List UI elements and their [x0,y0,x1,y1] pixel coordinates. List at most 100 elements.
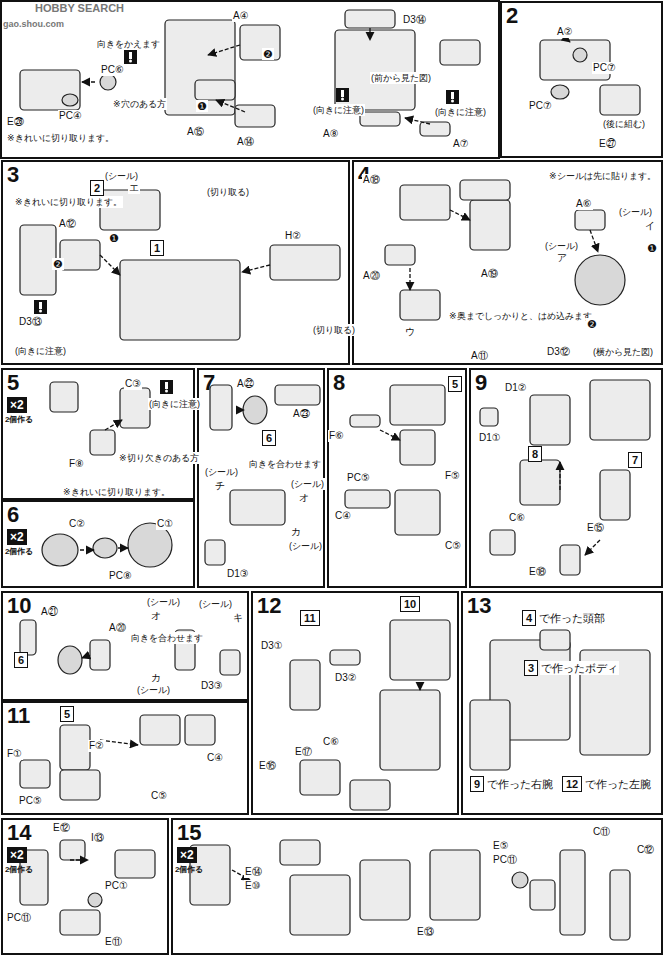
part-drawing [100,190,160,230]
assembly-arrow [369,28,370,40]
assembly-arrow [419,682,420,690]
quantity-note: 2個作る [5,865,33,875]
step-number: 11 [7,703,30,729]
step-panel: 4 [352,160,663,365]
part-label: C④ [206,752,224,764]
step-reference: 12で作った左腕 [562,776,582,792]
part-drawing [560,850,585,935]
part-drawing [60,910,100,935]
step-reference: 5 [60,706,74,722]
part-label: E⑫ [52,822,71,834]
part-label: C② [68,518,86,530]
assembly-arrow [216,100,245,112]
part-drawing [490,530,515,555]
step-panel-frame [1,1,499,158]
step-reference: 5 [448,376,462,392]
part-label: PC① [104,880,129,892]
step-number: 7 [203,370,215,396]
part-drawing [230,490,285,525]
part-drawing [345,10,395,28]
part-label: E⑮ [586,522,605,534]
part-drawing [350,780,390,810]
part-drawing [290,660,320,710]
step-reference: 7 [628,452,642,468]
part-drawing [100,74,116,90]
reference-note: で作った頭部 [538,611,606,625]
step-reference: 1 [150,240,164,256]
part-label: PC⑥ [100,64,125,76]
assembly-arrow [585,540,600,555]
assembly-arrow [80,549,94,550]
part-drawing [400,290,440,320]
part-drawing [220,650,240,675]
step-panel: 85 [327,368,467,588]
assembly-arrow [242,265,270,272]
part-drawing [60,840,85,860]
part-label: A㉓ [292,408,311,420]
part-drawing [270,245,340,280]
assembly-arrow [238,409,244,410]
part-label: (シール) [104,170,139,182]
part-drawing [60,240,100,270]
step-number: 5 [7,370,19,396]
step-panel: 5×22個作る [1,368,195,500]
step-number: 10 [7,593,31,619]
part-label: A⑲ [480,268,499,280]
part-label: ❶ [646,242,658,254]
step-reference: 11 [300,610,320,626]
assembly-arrow [100,255,120,275]
part-drawing [385,245,415,265]
part-label: (シール) [204,466,239,478]
part-label: A⑳ [362,270,381,282]
part-drawing [470,700,510,770]
step-panel: 134で作った頭部3で作ったボディ9で作った右腕12で作った左腕 [461,591,663,815]
part-label: ❷ [586,318,598,330]
part-drawing [20,225,56,295]
part-drawing [390,385,445,425]
part-drawing [115,850,155,878]
part-label: E⑰ [294,746,313,758]
part-label: ※穴のある方 [112,98,167,110]
quantity-badge: ×2 [177,847,197,863]
part-drawing [280,840,320,865]
assembly-arrow [590,230,598,252]
part-drawing [575,210,605,230]
part-label: オ [298,492,310,504]
part-label: オ [150,610,162,622]
part-drawing [395,490,440,535]
part-label: D3① [260,640,284,652]
part-label: F⑥ [328,430,345,442]
part-drawing [470,200,510,250]
part-label: A⑭ [236,136,255,148]
step-number: 14 [7,820,31,846]
step-panel: 76 [197,368,325,588]
part-drawing [480,408,498,426]
part-drawing [243,396,267,424]
part-label: C① [156,518,174,530]
part-label: D3⑬ [18,316,43,328]
part-drawing [120,388,150,428]
part-label: E⑩ [244,880,262,892]
part-label: ※きれいに切り取ります。 [14,196,123,208]
step-reference: 9で作った右腕 [470,776,484,792]
step-number: 15 [177,820,201,846]
part-label: (シール) [136,684,171,696]
part-label: D3⑭ [402,14,427,26]
reference-number: 9 [474,778,480,790]
part-drawing [93,538,117,558]
step-number: 4 [358,162,370,188]
part-label: C⑥ [508,512,526,524]
part-label: C⑪ [592,826,611,838]
part-label: エ [128,182,140,194]
reference-number: 10 [404,598,416,610]
part-label: A⑦ [452,138,470,150]
reference-number: 8 [532,448,538,460]
step-panel: 987 [469,368,663,588]
part-drawing [380,690,440,770]
part-label: PC④ [58,110,83,122]
part-label: D3⑫ [546,346,571,358]
part-label: ❶ [108,232,120,244]
reference-number: 6 [18,654,24,666]
part-label: (シール) [618,206,653,218]
quantity-note: 2個作る [5,415,33,425]
